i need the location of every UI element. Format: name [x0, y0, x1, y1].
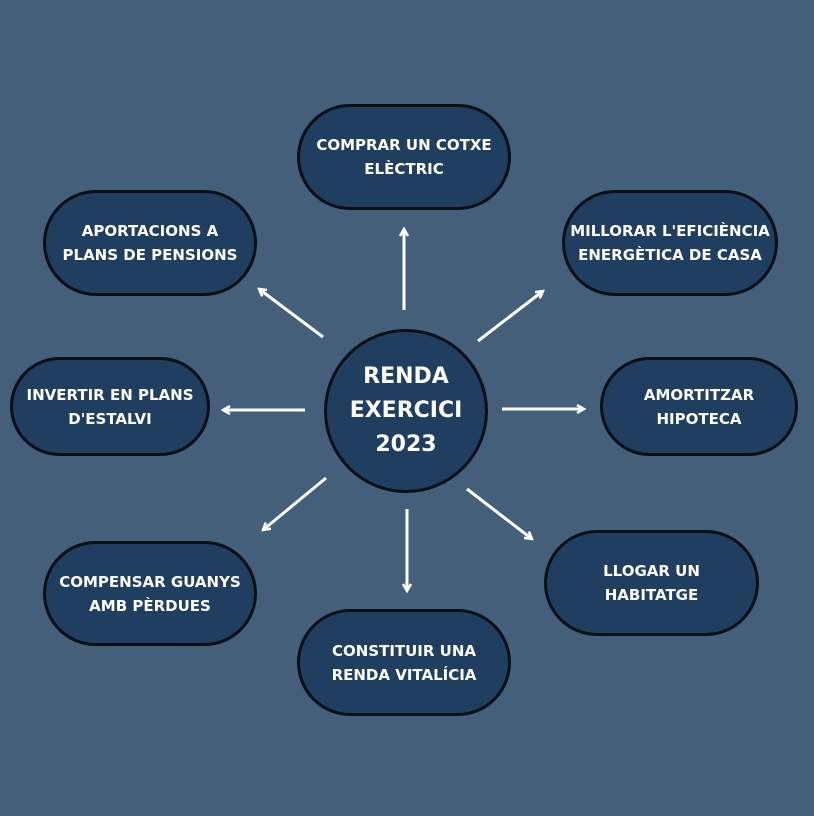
node-label: APORTACIONS A	[81, 222, 219, 240]
node-label: RENDA VITALÍCIA	[331, 665, 477, 684]
node-label: PLANS DE PENSIONS	[62, 246, 238, 264]
node-label: HIPOTECA	[656, 409, 742, 428]
node-label: ELÈCTRIC	[364, 160, 444, 178]
node-label: CONSTITUIR UNA	[331, 641, 477, 660]
node-label: AMORTITZAR	[643, 385, 755, 404]
arrow-top-left	[259, 289, 324, 339]
node-label: INVERTIR EN PLANS	[26, 385, 194, 404]
node-label: D'ESTALVI	[68, 409, 152, 428]
node-label: COMPENSAR GUANYS	[59, 572, 241, 591]
node-label: LLOGAR UN	[603, 562, 700, 580]
center-line: RENDA	[363, 364, 449, 389]
arrow-bottom-right	[466, 487, 532, 539]
node-label: HABITATGE	[604, 586, 699, 604]
node-aportacions: APORTACIONS A PLANS DE PENSIONS	[43, 190, 257, 296]
node-label: AMB PÈRDUES	[89, 596, 211, 615]
node-millorar: MILLORAR L'EFICIÈNCIA ENERGÈTICA DE CASA	[562, 190, 778, 296]
arrow-bottom-left	[263, 476, 327, 530]
node-comprar-cotxe: COMPRAR UN COTXE ELÈCTRIC	[297, 104, 511, 210]
node-compensar: COMPENSAR GUANYS AMB PÈRDUES	[43, 541, 257, 646]
arrow-top-right	[477, 291, 543, 343]
node-invertir: INVERTIR EN PLANS D'ESTALVI	[10, 357, 210, 456]
node-constituir: CONSTITUIR UNA RENDA VITALÍCIA	[297, 609, 511, 716]
node-amortitzar: AMORTITZAR HIPOTECA	[600, 357, 798, 456]
node-label: COMPRAR UN COTXE	[316, 136, 492, 154]
center-line: 2023	[375, 432, 437, 457]
center-node: RENDA EXERCICI 2023	[324, 329, 488, 493]
center-line: EXERCICI	[349, 398, 463, 423]
node-label: MILLORAR L'EFICIÈNCIA	[570, 222, 770, 240]
node-label: ENERGÈTICA DE CASA	[578, 246, 762, 264]
node-llogar: LLOGAR UN HABITATGE	[544, 530, 759, 636]
